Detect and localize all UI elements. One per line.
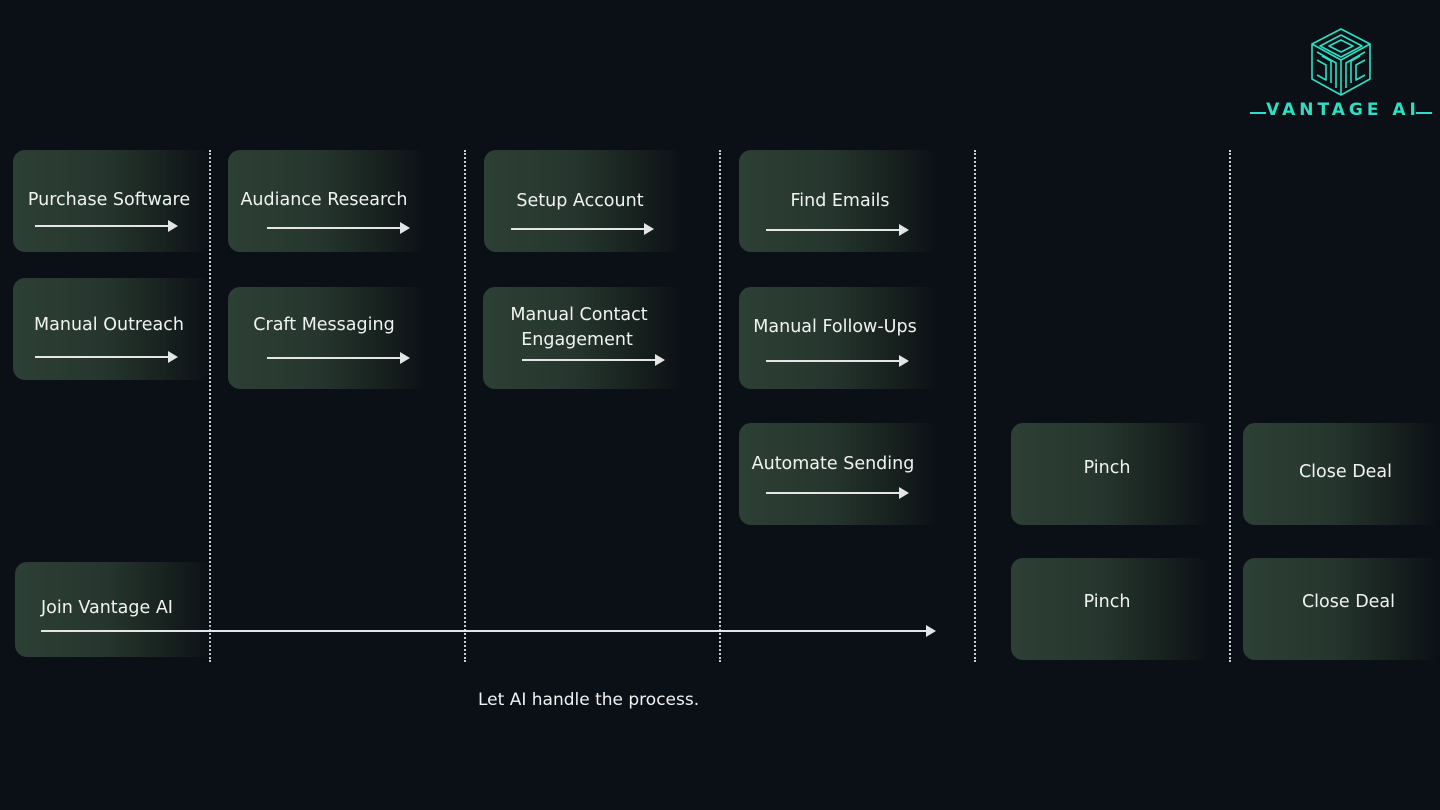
vantage-logo: VANTAGE AI (1248, 26, 1438, 126)
step-manual-contact-engagement: Manual Contact Engagement (483, 287, 683, 389)
column-divider (1229, 150, 1231, 662)
step-find-emails: Find Emails (739, 150, 939, 252)
step-audience-research: Audiance Research (228, 150, 428, 252)
step-label: Automate Sending (751, 454, 915, 474)
arrow-right (511, 223, 654, 235)
step-manual-outreach: Manual Outreach (13, 278, 213, 380)
step-label: Join Vantage AI (41, 598, 173, 618)
step-pinch: Pinch (1011, 558, 1211, 660)
arrow-right (267, 222, 410, 234)
step-automate-sending: Automate Sending (739, 423, 939, 525)
arrow-right (35, 220, 178, 232)
logo-left-line (1250, 112, 1266, 114)
step-label: Setup Account (516, 191, 644, 211)
step-label: Craft Messaging (253, 315, 395, 335)
step-label: Pinch (1083, 458, 1131, 478)
step-close-deal: Close Deal (1243, 558, 1440, 660)
brand-name: VANTAGE AI (1266, 100, 1420, 120)
arrow-right (522, 354, 665, 366)
step-close-deal: Close Deal (1243, 423, 1440, 525)
arrow-right (766, 487, 909, 499)
step-manual-follow-ups: Manual Follow-Ups (739, 287, 939, 389)
logo-right-line (1416, 112, 1432, 114)
step-label-line2: Engagement (521, 330, 633, 350)
column-divider (209, 150, 211, 662)
step-label: Pinch (1083, 592, 1131, 612)
step-label: Close Deal (1298, 462, 1393, 482)
arrow-right (766, 224, 909, 236)
arrow-right (267, 352, 410, 364)
caption: Let AI handle the process. (478, 690, 700, 710)
step-label-line1: Manual Contact (510, 305, 648, 325)
step-purchase-software: Purchase Software (13, 150, 213, 252)
column-divider (464, 150, 466, 662)
step-label: Manual Outreach (34, 315, 184, 335)
long-arrow-right (41, 625, 936, 637)
column-divider (974, 150, 976, 662)
step-join-vantage-ai: Join Vantage AI (15, 562, 215, 657)
arrow-right (766, 355, 909, 367)
step-craft-messaging: Craft Messaging (228, 287, 428, 389)
column-divider (719, 150, 721, 662)
step-setup-account: Setup Account (484, 150, 684, 252)
step-label: Close Deal (1301, 592, 1396, 612)
step-label: Purchase Software (27, 190, 191, 210)
step-pinch: Pinch (1011, 423, 1211, 525)
arrow-right (35, 351, 178, 363)
step-label: Find Emails (790, 191, 890, 211)
cube-maze-icon (1311, 28, 1371, 96)
step-label: Audiance Research (240, 190, 408, 210)
step-label: Manual Follow-Ups (753, 317, 917, 337)
